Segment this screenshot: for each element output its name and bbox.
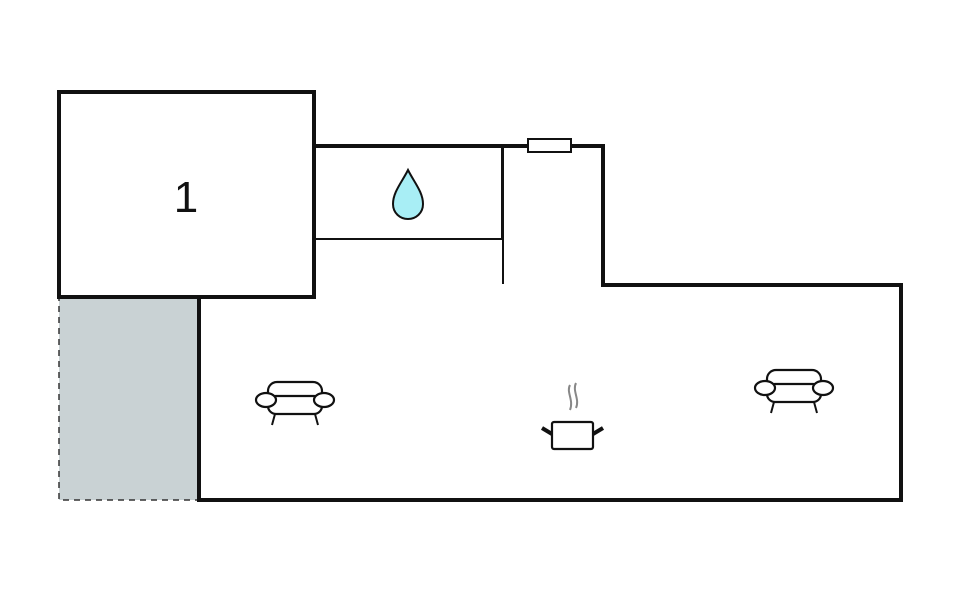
main-living-area-walls [197,144,903,502]
outdoor-terrace-area [58,296,200,501]
window [527,138,572,153]
sofa-icon [254,380,336,426]
water-drop-icon [391,167,425,221]
sofa-icon [753,368,835,414]
room-number-label: 1 [174,173,198,222]
cooking-pot-icon [540,382,605,451]
